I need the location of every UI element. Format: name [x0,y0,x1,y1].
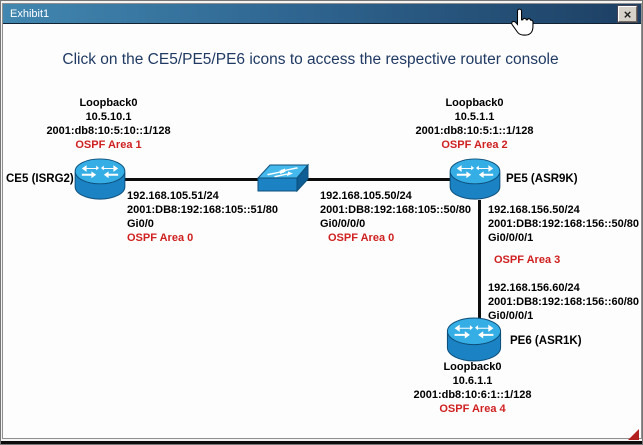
link-switch-pe5-ipv4: 192.168.105.50/24 [320,190,412,202]
ce5-label: CE5 (ISRG2) [6,173,74,185]
pe5-loopback-ipv4: 10.5.1.1 [454,111,495,123]
link-pe5-side-interface: Gi0/0/0/1 [488,232,534,244]
pe5-loopback-name: Loopback0 [445,97,504,109]
link-ce5-switch-interface: Gi0/0 [127,218,154,230]
link-switch-pe5-ipv6: 2001:DB8:192:168:105::50/80 [320,204,472,216]
router-icon-pe5[interactable] [447,158,503,207]
pe5-ospf-area: OSPF Area 2 [441,139,508,151]
exhibit-window: Exhibit1 × Click on the CE5/PE5/PE6 icon… [2,3,642,439]
ce5-loopback-ipv4: 10.5.10.1 [85,111,132,123]
router-icon-pe6[interactable] [444,317,504,369]
ce5-loopback-name: Loopback0 [79,97,138,109]
pe5-loopback-ipv6: 2001:db8:10:5:1::1/128 [415,125,534,137]
link-ce5-switch-block: 192.168.105.51/24 2001:DB8:192:168:105::… [127,189,278,245]
pe6-loopback-block: Loopback0 10.6.1.1 2001:db8:10:6:1::1/12… [395,360,550,416]
link-pe6-side-ipv4: 192.168.156.60/24 [488,282,580,294]
pe6-loopback-ipv4: 10.6.1.1 [452,375,493,387]
close-button[interactable]: × [617,5,638,23]
link-switch-pe5-block: 192.168.105.50/24 2001:DB8:192:168:105::… [320,189,471,245]
ce5-loopback-ipv6: 2001:db8:10:5:10::1/128 [46,125,171,137]
pe6-ospf-area: OSPF Area 4 [439,403,506,415]
instruction-text: Click on the CE5/PE5/PE6 icons to access… [62,51,559,68]
link-pe5-side-block: 192.168.156.50/24 2001:DB8:192:168:156::… [488,203,639,267]
link-pe5-side-ipv4: 192.168.156.50/24 [488,204,580,216]
switch-icon [256,162,310,203]
hand-cursor-icon [509,7,535,42]
bottom-edge [1,441,642,444]
router-icon-ce5[interactable] [73,158,127,207]
title-bar: Exhibit1 × [3,4,641,24]
link-pe5-side-ipv6: 2001:DB8:192:168:156::50/80 [488,218,640,230]
pe5-loopback-block: Loopback0 10.5.1.1 2001:db8:10:5:1::1/12… [397,96,552,152]
ce5-loopback-block: Loopback0 10.5.10.1 2001:db8:10:5:10::1/… [31,96,186,152]
pe6-label: PE6 (ASR1K) [510,335,582,347]
link-pe6-side-ipv6: 2001:DB8:192:168:156::60/80 [488,296,640,308]
link-switch-pe5-interface: Gi0/0/0/0 [320,218,366,230]
link-ce5-switch-ipv6: 2001:DB8:192:168:105::51/80 [127,204,279,216]
resize-handle[interactable] [628,429,639,440]
pe6-loopback-ipv6: 2001:db8:10:6:1::1/128 [413,389,532,401]
link-pe6-side-interface: Gi0/0/0/1 [488,310,534,322]
link-pe6-side-block: 192.168.156.60/24 2001:DB8:192:168:156::… [488,281,639,323]
ce5-ospf-area: OSPF Area 1 [75,139,142,151]
window-title: Exhibit1 [10,7,50,20]
link-switch-pe5-ospf: OSPF Area 0 [328,232,395,244]
link-pe5-pe6-line [478,200,481,328]
link-pe5-pe6-ospf: OSPF Area 3 [494,254,561,266]
link-ce5-switch-ospf: OSPF Area 0 [127,232,194,244]
pe5-label: PE5 (ASR9K) [506,173,578,185]
link-ce5-switch-ipv4: 192.168.105.51/24 [127,190,219,202]
close-icon: × [623,6,632,22]
pe6-loopback-name: Loopback0 [443,361,502,373]
